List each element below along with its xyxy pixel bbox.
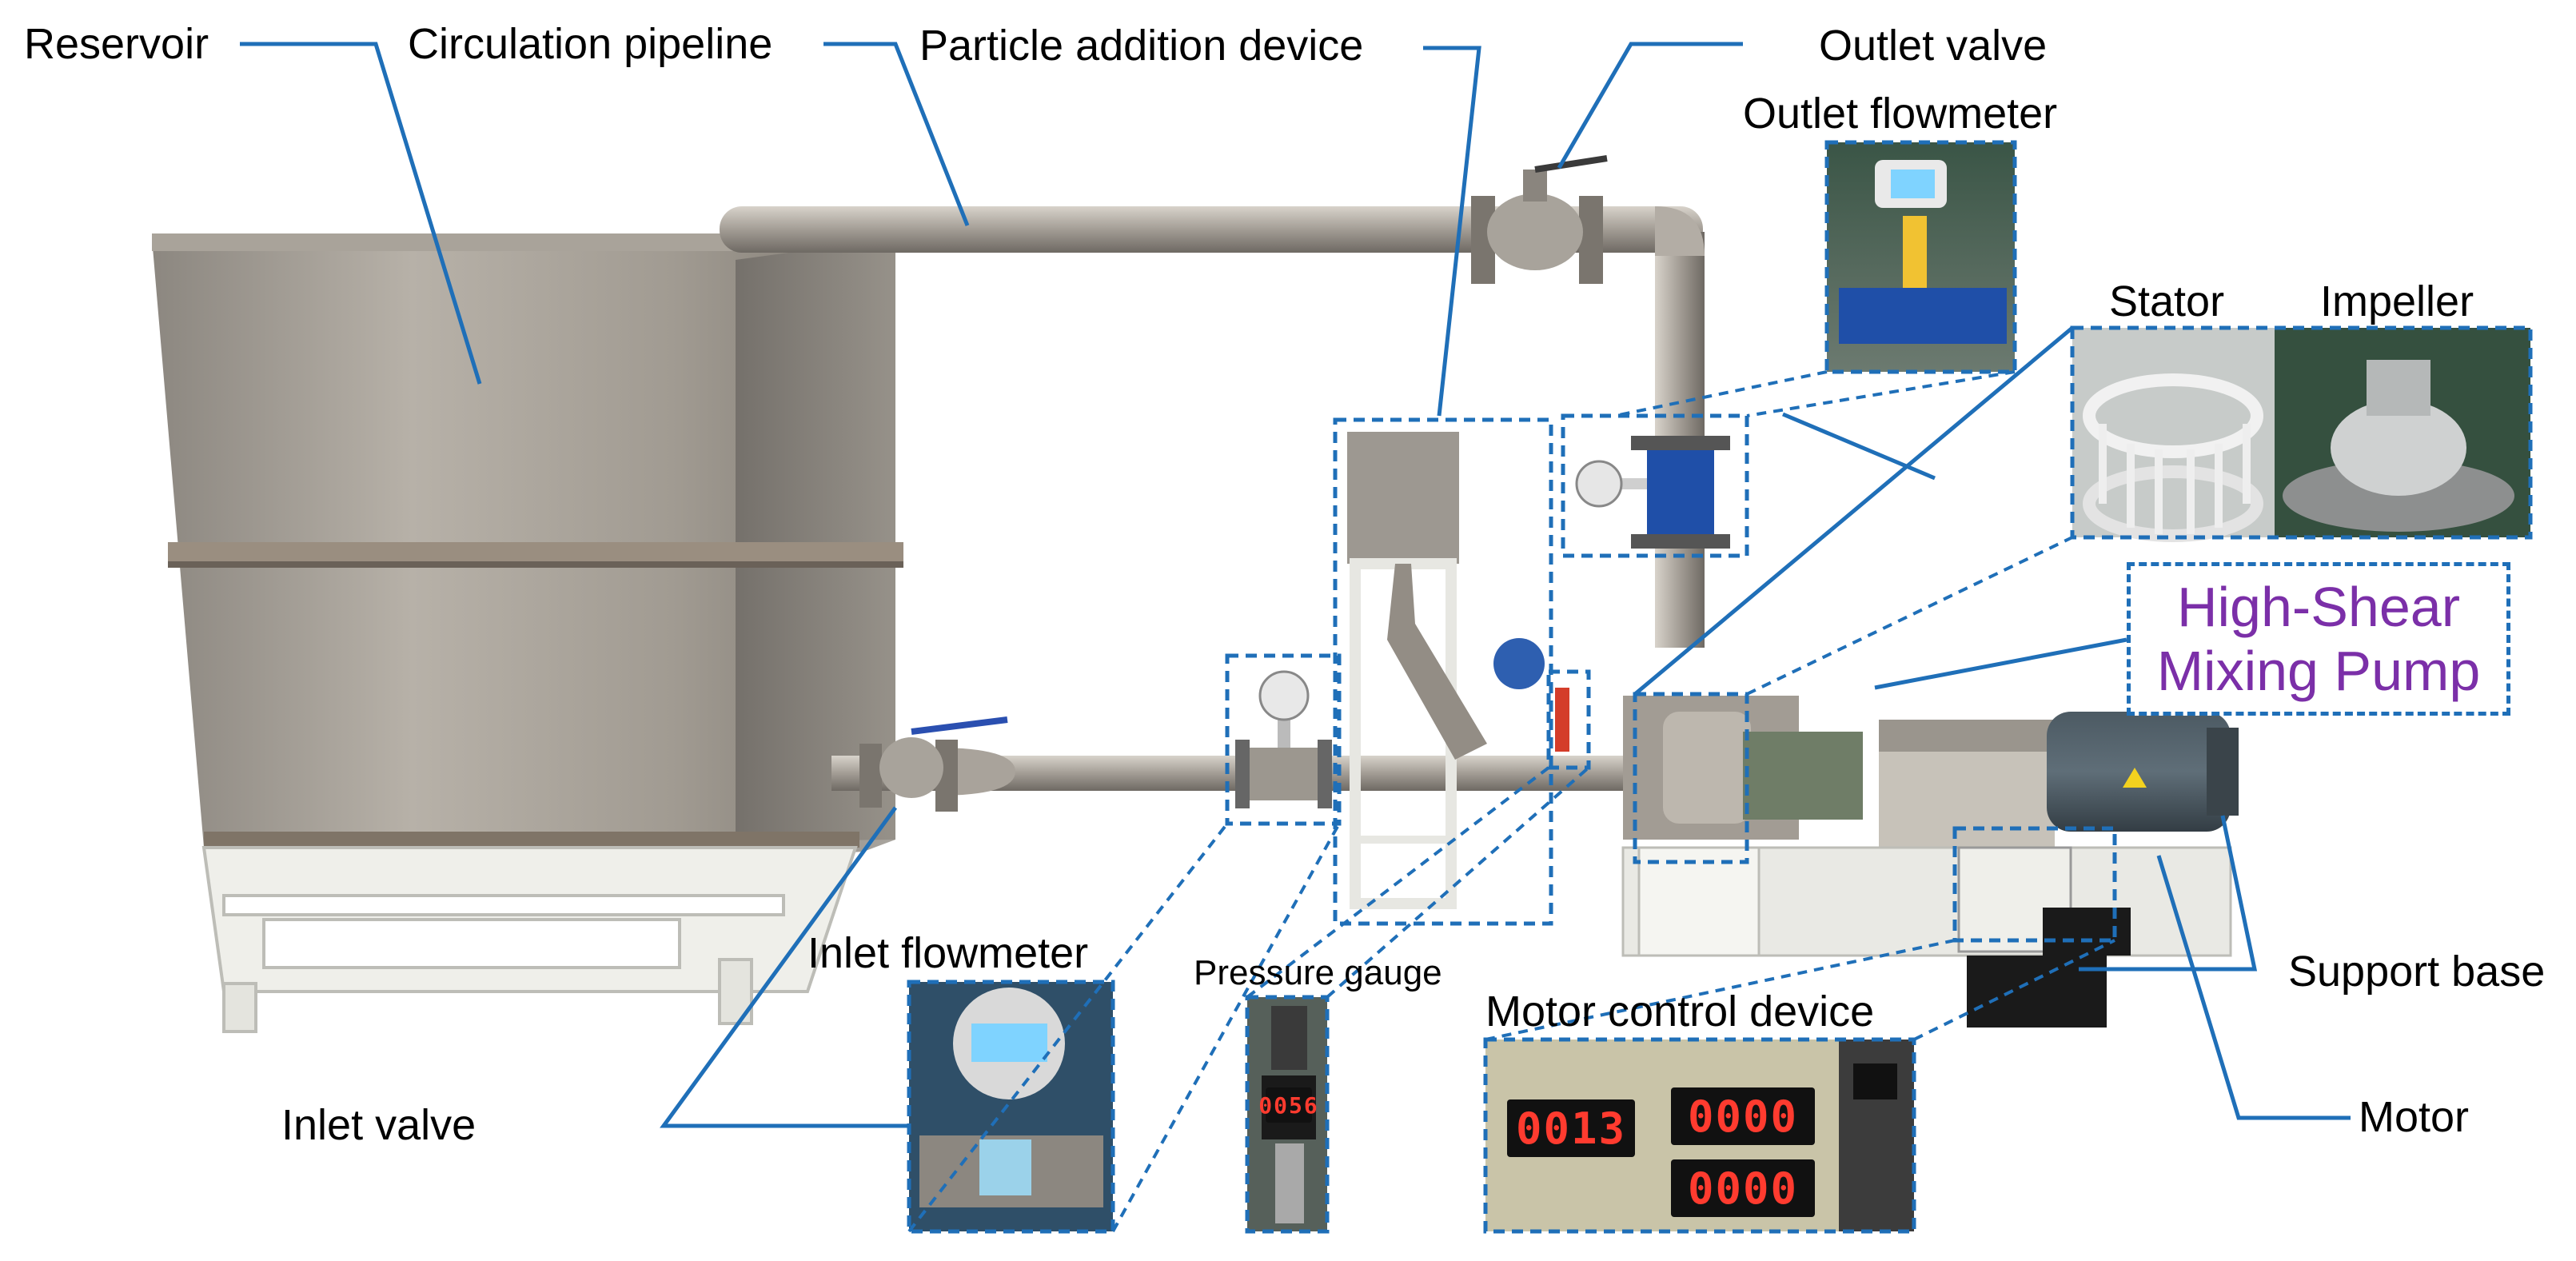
label-outlet-flowmeter: Outlet flowmeter: [1743, 90, 2058, 138]
label-stator: Stator: [2109, 277, 2225, 325]
outlet-flowmeter-body: [1575, 436, 1730, 549]
high-shear-mixing-pump-box: High-Shear Mixing Pump: [2127, 562, 2510, 716]
label-high-shear: High-Shear: [2176, 575, 2461, 638]
inset-outlet-flowmeter: [1827, 142, 2015, 372]
label-support-base: Support base: [2288, 948, 2546, 996]
label-inlet-flowmeter: Inlet flowmeter: [807, 929, 1089, 977]
motor-control-display-left: 0013: [1507, 1099, 1635, 1157]
pressure-gauge-display: 0056: [1258, 1087, 1318, 1123]
leader-lines: [240, 42, 2351, 1128]
reservoir-stand: [201, 846, 858, 1033]
label-motor: Motor: [2359, 1093, 2470, 1141]
label-motor-control-device: Motor control device: [1485, 988, 1875, 1036]
label-inlet-valve: Inlet valve: [281, 1101, 477, 1149]
inset-stator: [2072, 328, 2275, 542]
reservoir-tank: [152, 233, 903, 860]
highlight-boxes: [907, 140, 2533, 1234]
label-outlet-valve: Outlet valve: [1819, 22, 2048, 70]
particle-addition-hopper: [1347, 432, 1545, 909]
inlet-valve-body: [859, 716, 1008, 812]
motor-control-display-right-bottom: 0000: [1671, 1159, 1815, 1217]
label-impeller: Impeller: [2320, 277, 2474, 325]
label-reservoir: Reservoir: [24, 20, 209, 68]
inset-inlet-flowmeter: [909, 982, 1113, 1231]
inset-impeller: [2275, 328, 2530, 537]
label-particle-addition-device: Particle addition device: [919, 22, 1364, 70]
motor-control-display-right-top: 0000: [1671, 1087, 1815, 1145]
label-circulation-pipeline: Circulation pipeline: [408, 20, 773, 68]
pressure-sensor-body: [1555, 688, 1569, 752]
label-pressure-gauge: Pressure gauge: [1194, 953, 1442, 992]
mixing-pump-assembly: [1623, 696, 2239, 848]
dashed-callout-lines: [907, 370, 2115, 1233]
inlet-flowmeter-body: [1235, 670, 1332, 808]
label-mixing-pump: Mixing Pump: [2156, 640, 2481, 702]
outlet-valve: [1471, 155, 1608, 284]
